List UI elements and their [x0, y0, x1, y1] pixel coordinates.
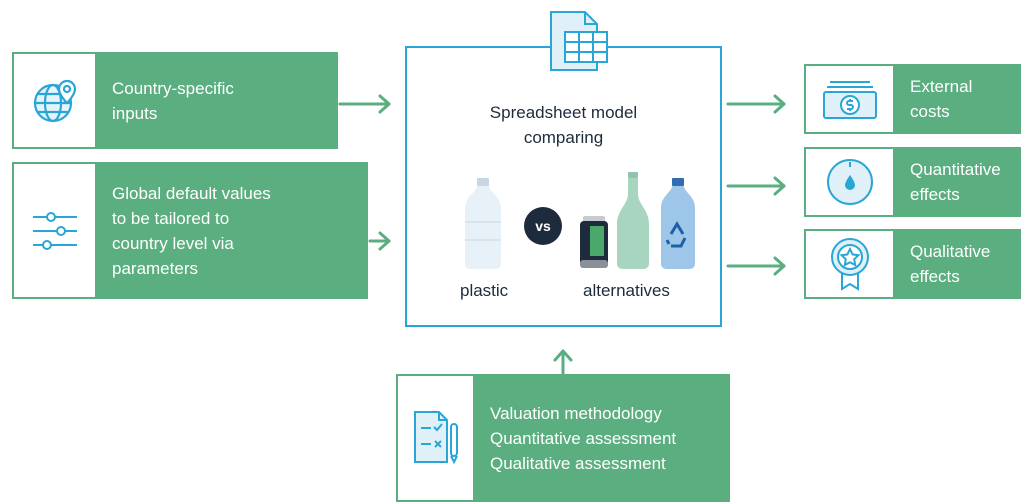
money-bill-icon — [822, 76, 878, 122]
global-defaults-line-3: country level via — [112, 233, 234, 253]
arrow-methodology-to-model — [553, 349, 573, 377]
external-costs-line-2: costs — [910, 102, 950, 121]
globe-pin-icon — [29, 75, 81, 127]
droplet-gauge-icon — [825, 157, 875, 207]
arrow-global-to-model — [368, 231, 391, 251]
model-title-line-2: comparing — [523, 128, 604, 147]
arrow-model-to-external — [726, 94, 786, 114]
country-inputs-line-2: inputs — [112, 103, 158, 123]
model-title: Spreadsheet model comparing — [407, 100, 720, 150]
can-icon — [580, 216, 608, 270]
qualitative-effects-box: Qualitative effects — [804, 229, 1021, 299]
arrow-model-to-quantitative — [726, 176, 786, 196]
sliders-icon — [29, 205, 81, 257]
star-badge-icon — [830, 237, 870, 291]
arrow-model-to-qualitative — [726, 256, 786, 276]
glass-bottle-icon — [617, 172, 649, 270]
external-costs-line-1: External — [910, 77, 973, 96]
country-inputs-box: Country-specific inputs — [12, 52, 338, 149]
external-costs-box: External costs — [804, 64, 1021, 134]
vs-badge: vs — [524, 207, 562, 245]
model-title-line-1: Spreadsheet model — [489, 103, 638, 122]
global-defaults-line-1: Global default values — [112, 183, 271, 203]
quantitative-effects-line-2: effects — [910, 185, 960, 204]
quantitative-effects-box: Quantitative effects — [804, 147, 1021, 217]
global-defaults-line-4: parameters — [112, 258, 198, 278]
global-defaults-line-2: to be tailored to — [112, 208, 230, 228]
plastic-label: plastic — [460, 281, 509, 300]
qualitative-effects-line-1: Qualitative — [910, 242, 991, 261]
quantitative-effects-line-1: Quantitative — [910, 160, 1001, 179]
methodology-box: Valuation methodology Quantitative asses… — [396, 374, 730, 502]
plastic-bottle-icon — [463, 178, 503, 270]
spreadsheet-icon — [547, 10, 611, 74]
country-inputs-line-1: Country-specific — [112, 78, 234, 98]
spreadsheet-model-box: Spreadsheet model comparing vs — [405, 46, 722, 327]
alternatives-label: alternatives — [583, 281, 670, 300]
methodology-line-2: Quantitative assessment — [490, 428, 677, 448]
vs-label: vs — [535, 218, 551, 234]
checklist-pencil-icon — [411, 410, 461, 466]
qualitative-effects-line-2: effects — [910, 267, 960, 286]
arrow-country-to-model — [338, 94, 391, 114]
methodology-line-1: Valuation methodology — [490, 403, 662, 423]
recycle-bottle-icon — [659, 178, 697, 270]
methodology-line-3: Qualitative assessment — [490, 453, 666, 473]
global-defaults-box: Global default values to be tailored to … — [12, 162, 368, 299]
